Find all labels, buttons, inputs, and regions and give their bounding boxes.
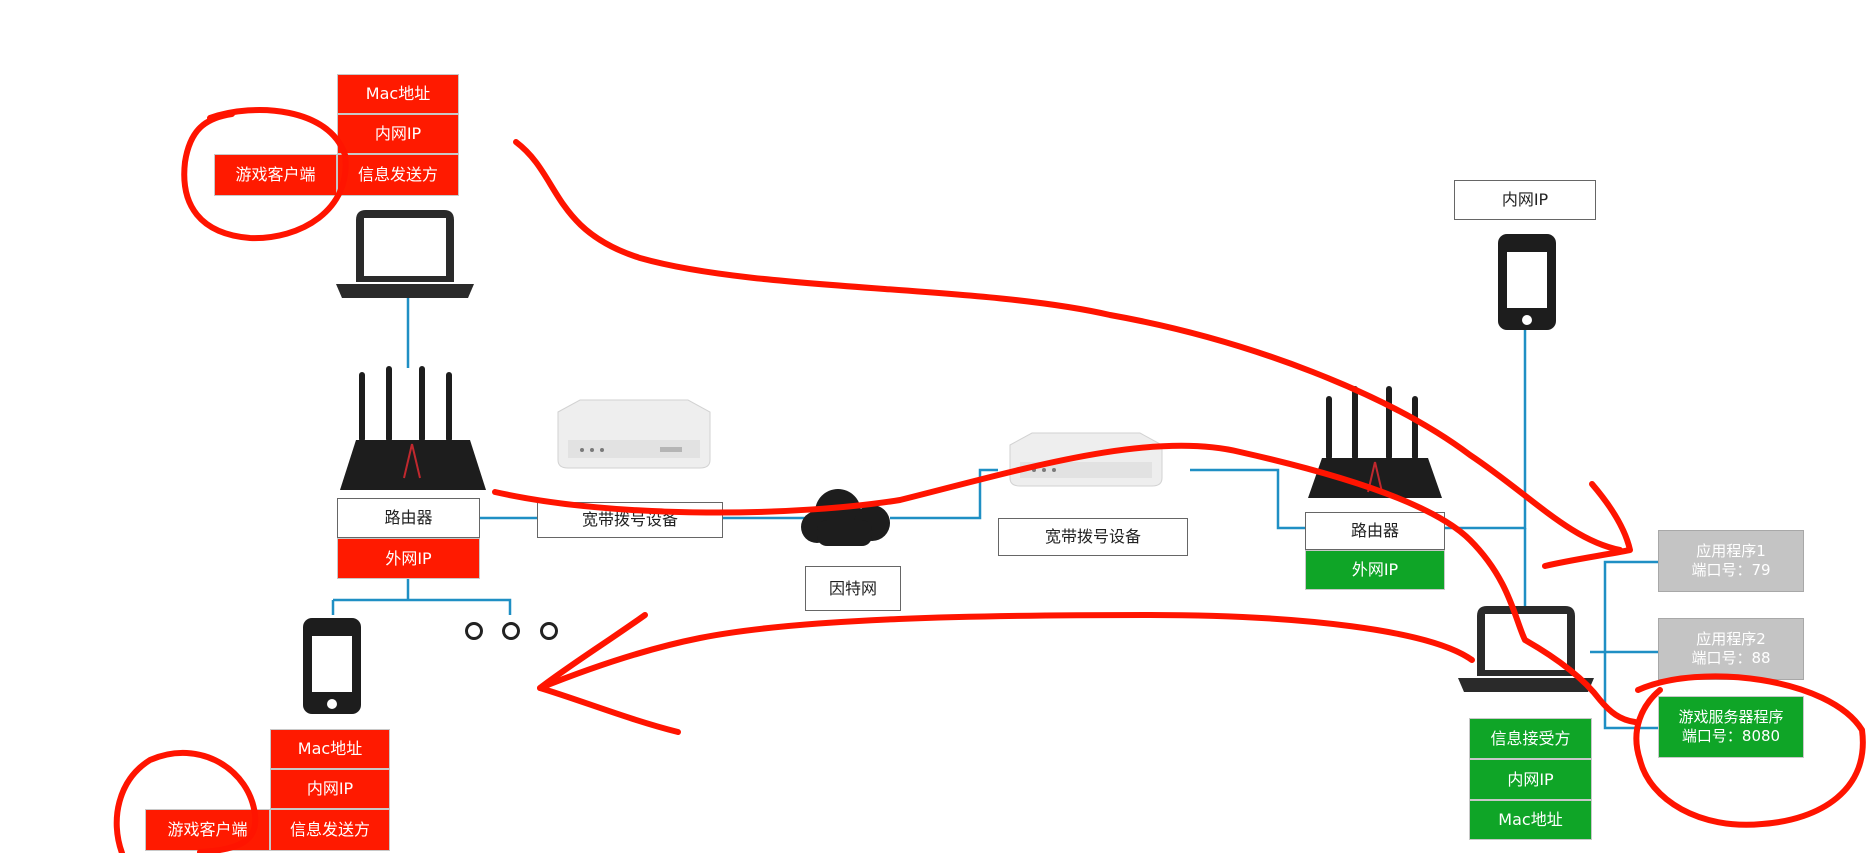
internet-label: 因特网 <box>805 566 901 611</box>
client-bottom-sender-label: 信息发送方 <box>270 809 390 851</box>
modem-icon <box>557 399 711 469</box>
app-name: 应用程序2 <box>1696 630 1766 649</box>
modem-left-label: 宽带拨号设备 <box>537 502 723 538</box>
router-left-label: 路由器 <box>337 498 480 538</box>
more-devices-dot <box>540 622 558 640</box>
app-port: 端口号：79 <box>1691 561 1771 579</box>
phone-icon <box>303 618 361 714</box>
more-devices-dot <box>465 622 483 640</box>
client-top-role-label: 游戏客户端 <box>214 154 337 196</box>
modem-icon <box>1009 432 1163 487</box>
modem-right-label: 宽带拨号设备 <box>998 518 1188 556</box>
laptop-icon <box>1458 606 1594 692</box>
server-ip-label: 内网IP <box>1469 759 1592 800</box>
app-box-2: 应用程序2 端口号：88 <box>1658 618 1804 680</box>
app-port: 端口号：88 <box>1691 649 1771 667</box>
link-branch-left <box>333 598 512 615</box>
router-icon <box>1308 386 1442 498</box>
link-router-right-phone <box>1445 328 1527 530</box>
app-box-1: 应用程序1 端口号：79 <box>1658 530 1804 592</box>
phone-icon <box>1498 234 1556 330</box>
app-name: 应用程序1 <box>1696 542 1766 561</box>
client-top-ip-label: 内网IP <box>337 114 459 154</box>
client-bottom-ip-label: 内网IP <box>270 769 390 809</box>
client-bottom-mac-label: Mac地址 <box>270 729 390 769</box>
more-devices-dot <box>502 622 520 640</box>
laptop-icon <box>336 210 474 298</box>
phone-right-ip-label: 内网IP <box>1454 180 1596 220</box>
router-left-wan-label: 外网IP <box>337 538 480 579</box>
link-laptop-apps <box>1590 560 1660 654</box>
app-port: 端口号：8080 <box>1681 727 1781 745</box>
cloud-icon <box>801 489 890 546</box>
app-name: 游戏服务器程序 <box>1678 708 1784 727</box>
router-icon <box>340 366 486 490</box>
client-top-sender-label: 信息发送方 <box>337 154 459 196</box>
client-top-mac-label: Mac地址 <box>337 74 459 114</box>
router-right-label: 路由器 <box>1305 512 1445 550</box>
router-right-wan-label: 外网IP <box>1305 550 1445 590</box>
link-cloud-modem-right <box>890 468 998 520</box>
server-receiver-label: 信息接受方 <box>1469 718 1592 759</box>
app-box-game-server: 游戏服务器程序 端口号：8080 <box>1658 696 1804 758</box>
client-bottom-role-label: 游戏客户端 <box>145 809 270 851</box>
link-app3 <box>1603 652 1660 730</box>
server-mac-label: Mac地址 <box>1469 800 1592 840</box>
link-modem-router-right <box>1190 468 1305 530</box>
